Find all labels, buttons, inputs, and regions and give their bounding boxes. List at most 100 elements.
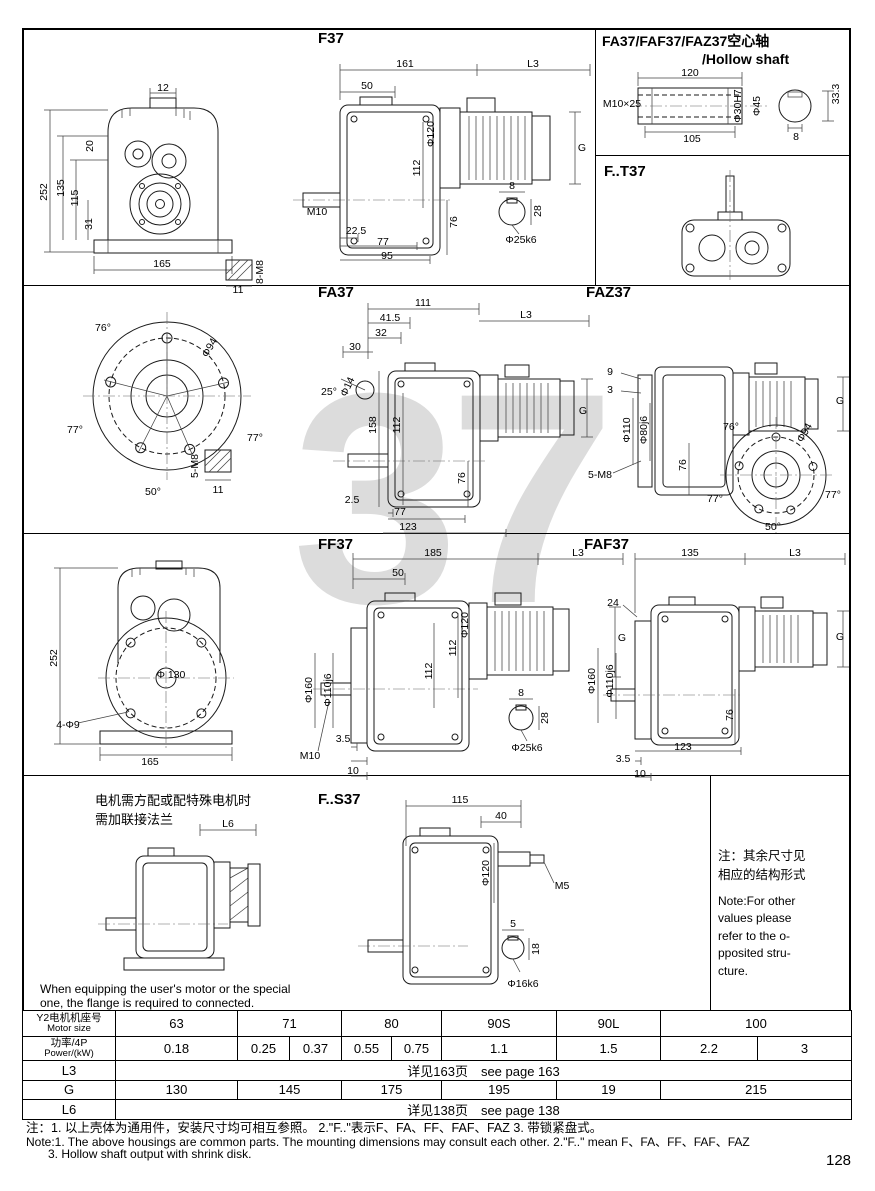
- motor-size-cell: 90L: [556, 1010, 661, 1037]
- table-row-l3: L3 详见163页 see page 163: [22, 1059, 853, 1081]
- dim-label: 77°: [825, 488, 841, 501]
- g-cell: 130: [115, 1079, 238, 1100]
- title-hollow-shaft: FA37/FAF37/FAZ37空心轴 /Hollow shaft: [602, 31, 789, 67]
- dim-label: 112: [422, 662, 435, 680]
- dim-label: 10: [347, 764, 359, 777]
- watermark-37: 37: [292, 330, 616, 666]
- motor-size-cell: 80: [341, 1010, 442, 1037]
- ft37-svg: [681, 170, 791, 280]
- dim-label: 28: [531, 205, 544, 217]
- dim-label: G: [835, 394, 845, 407]
- dim-label: Φ110j6: [321, 673, 334, 707]
- dim-label: M10: [299, 749, 321, 762]
- dim-label: 123: [399, 520, 417, 533]
- dim-label: 50°: [765, 520, 781, 533]
- motor-note-en: When equipping the user's motor or the s…: [40, 982, 291, 1010]
- dim-label: 76°: [723, 420, 739, 433]
- dim-label: 25°: [321, 385, 337, 398]
- dim-label: 8: [518, 686, 524, 699]
- dim-label: 9: [607, 365, 613, 378]
- dim-label: Φ120: [458, 612, 471, 638]
- title-fa37: FA37: [318, 284, 354, 301]
- title-ff37: FF37: [318, 536, 354, 553]
- dim-label: 77: [394, 505, 406, 518]
- dim-label: 10: [634, 767, 646, 780]
- g-cell: 195: [441, 1079, 557, 1100]
- dim-label: 18: [529, 943, 542, 955]
- power-cell: 0.37: [289, 1036, 342, 1061]
- hollow-panel-divider: [595, 155, 851, 156]
- dim-label: 165: [153, 257, 171, 270]
- table-header-l3: L3: [22, 1059, 116, 1081]
- footnote-en-1: Note:1. The above housings are common pa…: [26, 1135, 750, 1149]
- dim-label: L3: [789, 546, 801, 559]
- dim-label: Φ25k6: [505, 233, 537, 246]
- dim-label: 31: [82, 218, 95, 230]
- dim-label: Φ120: [424, 121, 437, 147]
- dim-label: 120: [681, 66, 699, 79]
- dim-label: G: [835, 630, 845, 643]
- ff37-svg: [313, 553, 624, 780]
- dim-label: 28: [538, 712, 551, 724]
- motor-note-cn: 电机需方配或配特殊电机时 需加联接法兰: [95, 793, 252, 827]
- g-cell: 145: [237, 1079, 342, 1100]
- motor-size-cell: 100: [659, 1010, 853, 1037]
- dim-label: Φ25k6: [511, 741, 543, 754]
- title-ft37: F..T37: [604, 163, 646, 180]
- section-divider-2: [22, 533, 851, 534]
- dim-label: Φ16k6: [507, 977, 539, 990]
- g-cell: 19: [556, 1079, 661, 1100]
- dim-label: 50: [361, 79, 373, 92]
- dim-label: 3.5: [615, 752, 631, 765]
- table-header-g: G: [22, 1079, 116, 1100]
- dim-label: 76: [676, 459, 689, 471]
- dim-label: Φ45: [750, 95, 763, 117]
- dim-label: 20: [83, 140, 96, 152]
- dim-label: 115: [451, 793, 469, 806]
- dim-label: G: [577, 141, 587, 154]
- dim-label: 76: [447, 216, 460, 228]
- dim-label: 77°: [707, 492, 723, 505]
- table-header-motor-size: Y2电机机座号 Motor size: [22, 1010, 116, 1037]
- dim-label: 135: [54, 179, 67, 197]
- l3-value-cell: 详见163页 see page 163: [114, 1059, 853, 1081]
- dim-label: 40: [495, 809, 507, 822]
- power-cell: 2.2: [660, 1036, 758, 1061]
- dim-label: G: [617, 631, 627, 644]
- dim-label: 41.5: [379, 311, 401, 324]
- motor-adapter-svg: [98, 824, 261, 971]
- dim-label: G: [578, 404, 588, 417]
- page-number: 128: [826, 1152, 852, 1169]
- footnote-cn: 注：1. 以上壳体为通用件，安装尺寸均可相互参照。 2."F.."表示F、FA、…: [26, 1121, 603, 1135]
- table-row-power: 功率/4P Power/(kW) 0.18 0.25 0.37 0.55 0.7…: [22, 1036, 853, 1061]
- dim-label: 123: [674, 740, 692, 753]
- right-panel-divider: [595, 28, 596, 285]
- dim-label: 8: [793, 130, 799, 143]
- dim-label: 50: [392, 566, 404, 579]
- dim-label: 2.5: [344, 493, 360, 506]
- dim-label: 3: [607, 383, 613, 396]
- front-view-svg: [44, 88, 253, 287]
- g-cell: 215: [659, 1079, 853, 1100]
- title-hollow-line2: /Hollow shaft: [702, 51, 790, 67]
- title-faf37: FAF37: [584, 536, 630, 553]
- dim-label: 95: [381, 249, 393, 262]
- faf37-svg: [597, 553, 849, 781]
- section-divider-3: [22, 775, 851, 776]
- dim-label: 105: [683, 132, 701, 145]
- f37-side-svg: [293, 64, 591, 264]
- dim-label: 11: [212, 483, 224, 496]
- power-cell: 0.55: [341, 1036, 392, 1061]
- dim-label: 165: [141, 755, 159, 768]
- dim-label: 24: [607, 596, 619, 609]
- title-faz37: FAZ37: [586, 284, 632, 301]
- power-cell: 0.18: [115, 1036, 238, 1061]
- dim-label: M5: [554, 879, 570, 892]
- dim-label: 112: [446, 639, 459, 657]
